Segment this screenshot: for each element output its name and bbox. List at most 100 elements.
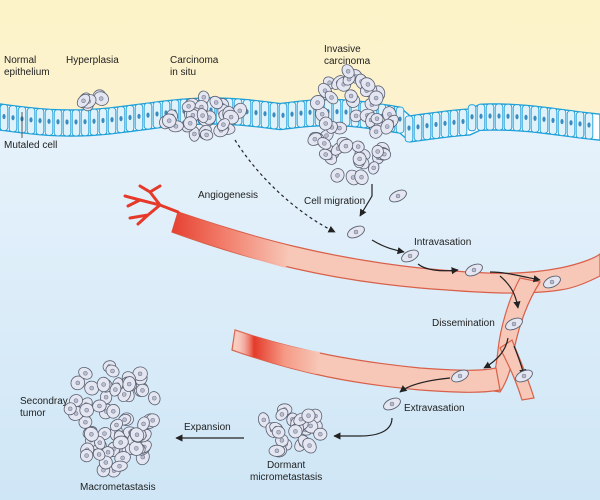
dormant-micrometastasis-cluster (257, 403, 328, 458)
epithelial-nucleus (344, 109, 348, 115)
tumor-cell-nucleus (84, 407, 89, 413)
tumor-cell-nucleus (357, 156, 362, 162)
epithelial-nucleus (65, 119, 69, 125)
flow-arrow-1 (489, 271, 541, 283)
tumor-cell-nucleus (173, 124, 179, 129)
epithelial-nucleus (587, 122, 591, 128)
tumor-cell-nucleus (343, 143, 349, 149)
tumor-cell-nucleus (365, 82, 371, 87)
tumor-cell-nucleus (98, 96, 104, 101)
epithelial-nucleus (281, 112, 285, 118)
tumor-cell-nucleus (204, 132, 209, 138)
epithelial-nucleus (56, 119, 60, 125)
angiogenesis-sprout (123, 184, 180, 226)
circulating-cell-nucleus (521, 373, 527, 379)
tumor-cell-nucleus (322, 141, 327, 146)
epithelial-nucleus (2, 113, 6, 120)
migrating-cell-nucleus (353, 229, 359, 235)
intravasating-cell-nucleus (407, 253, 413, 259)
tumor-cell-nucleus (307, 443, 312, 448)
epithelial-nucleus (497, 113, 501, 119)
tumor-cell-nucleus (375, 149, 380, 154)
tumor-cell-nucleus (97, 440, 103, 445)
epithelial-nucleus (254, 110, 258, 116)
tumor-cell-nucleus (293, 429, 298, 434)
epithelial-nucleus (578, 121, 582, 127)
epithelial-nucleus (110, 117, 114, 123)
migration-arrow (359, 184, 373, 217)
tumor-cell-nucleus (118, 440, 123, 445)
tumor-cell-nucleus (67, 406, 73, 412)
epithelial-nucleus (533, 115, 537, 121)
tumor-cell-nucleus (117, 463, 122, 469)
tumor-cell-nucleus (137, 371, 143, 377)
epithelial-nucleus (155, 111, 159, 117)
tumor-cell-nucleus (345, 69, 351, 74)
cell-clusters (63, 64, 561, 478)
label-mutated-cell: Mutaled cell (4, 140, 58, 151)
tumor-cell-nucleus (228, 114, 234, 120)
epithelial-nucleus (443, 120, 447, 126)
epithelial-nucleus (407, 125, 411, 131)
tumor-cell-nucleus (335, 173, 340, 178)
tumor-cell-nucleus (141, 421, 146, 427)
upper-vessel-red-segment (172, 212, 290, 268)
epithelial-nucleus (551, 117, 555, 123)
label-carcinoma-in-situ: Carcinoma in situ (170, 55, 219, 78)
tumor-cell-nucleus (373, 95, 379, 101)
epithelial-nucleus (38, 118, 42, 124)
epithelial-nucleus (542, 116, 546, 122)
tumor-cell-nucleus (200, 113, 205, 118)
epithelial-nucleus (263, 111, 267, 117)
tumor-cell-nucleus (374, 116, 380, 121)
epithelial-nucleus (119, 116, 123, 122)
flow-arrow-3 (483, 337, 509, 369)
circulating-cell-nucleus (549, 279, 555, 285)
label-angiogenesis: Angiogenesis (198, 190, 259, 201)
tumor-cell-nucleus (213, 100, 219, 105)
tumor-cell-nucleus (120, 455, 125, 461)
epithelial-nucleus (515, 114, 519, 120)
tumor-cell-nucleus (359, 174, 364, 180)
label-normal-epithelium: Normal epithelium (4, 55, 50, 78)
lower-vessel (231, 329, 501, 393)
epithelial-nucleus (272, 112, 276, 118)
tumor-cell-nucleus (150, 418, 155, 423)
epithelial-nucleus (29, 117, 33, 123)
epithelial-nucleus (128, 114, 132, 121)
tumor-cell-nucleus (126, 381, 132, 387)
epithelial-nucleus (92, 118, 96, 124)
epithelial-nucleus (398, 116, 402, 122)
tumor-cell-nucleus (274, 448, 280, 454)
tumor-cell-nucleus (111, 409, 116, 414)
epithelial-nucleus (335, 109, 339, 115)
tumor-cell-nucleus (319, 111, 325, 117)
epithelial-nucleus (290, 111, 294, 117)
tumor-cell-nucleus (322, 88, 328, 93)
dormant-arrow (333, 417, 393, 440)
label-secondary-tumor: Secondray tumor (20, 396, 68, 419)
tumor-cell-nucleus (318, 431, 323, 437)
epithelial-nucleus (452, 119, 456, 125)
arrows (175, 139, 541, 442)
label-hyperplasia: Hyperplasia (66, 55, 119, 66)
epithelial-nucleus (560, 118, 564, 125)
migrating-cell-nucleus (395, 193, 401, 199)
tumor-cell-nucleus (237, 108, 243, 114)
circulating-cell-nucleus (471, 267, 477, 273)
tumor-cell-nucleus (186, 104, 191, 109)
epithelial-nucleus (434, 121, 438, 128)
lower-vessel-red-segment (232, 330, 320, 374)
label-cell-migration: Cell migration (304, 196, 366, 207)
tumor-cell-nucleus (140, 454, 146, 460)
circulating-cell-nucleus (457, 373, 463, 379)
flow-arrow-2 (499, 275, 521, 309)
epithelial-nucleus (416, 124, 420, 130)
tumor-cell-nucleus (122, 417, 127, 422)
tumor-cell-nucleus (102, 431, 107, 436)
tumor-cell-nucleus (373, 129, 379, 134)
epithelial-nucleus (101, 117, 105, 124)
label-expansion: Expansion (184, 422, 231, 433)
